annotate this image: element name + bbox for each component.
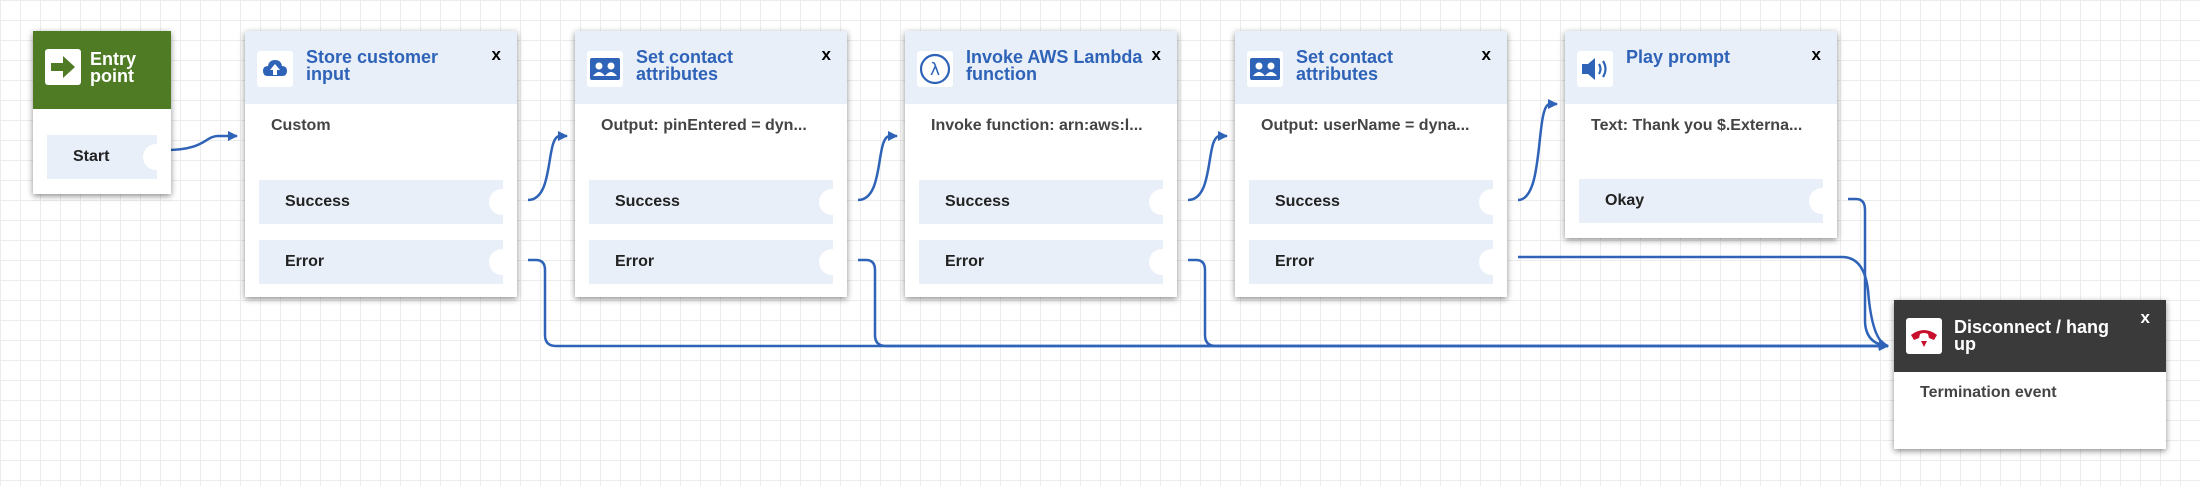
branch-error[interactable]: Error (589, 240, 845, 284)
branch-port[interactable] (1479, 189, 1505, 215)
branch-success[interactable]: Success (919, 180, 1175, 224)
block-title: Store customer input (306, 47, 439, 84)
branch-label: Error (285, 253, 325, 270)
lambda-icon: λ (917, 51, 953, 87)
contact-attributes-icon (587, 51, 623, 87)
block-header: Play prompt x (1565, 31, 1837, 104)
branch-label: Start (73, 148, 110, 165)
wire-set2-success (1517, 99, 1558, 202)
hang-up-phone-icon (1906, 318, 1942, 354)
entry-point-header: Entry point (33, 31, 171, 109)
entry-branch-start[interactable]: Start (47, 135, 169, 179)
block-header: Store customer input x (245, 31, 517, 104)
speaker-icon (1577, 51, 1613, 87)
block-store-customer-input[interactable]: Store customer input x Custom Success Er… (245, 31, 517, 297)
branch-port[interactable] (489, 189, 515, 215)
branch-okay[interactable]: Okay (1579, 179, 1835, 223)
block-title: Set contact attributes (1296, 47, 1394, 84)
branch-success[interactable]: Success (589, 180, 845, 224)
close-button[interactable]: x (1481, 45, 1491, 64)
close-button[interactable]: x (821, 45, 831, 64)
block-header: Set contact attributes x (575, 31, 847, 104)
block-title: Invoke AWS Lambda function (966, 47, 1143, 84)
block-title: Disconnect / hang up (1954, 317, 2110, 354)
branch-port[interactable] (143, 144, 169, 170)
block-header: λ Invoke AWS Lambda function x (905, 31, 1177, 104)
block-set-contact-attributes-1[interactable]: Set contact attributes x Output: pinEnte… (575, 31, 847, 297)
branch-label: Error (945, 253, 985, 270)
arrow-right-icon (45, 49, 81, 85)
branch-port[interactable] (819, 249, 845, 275)
wire-prompt-okay (1848, 197, 1889, 351)
wire-start-to-store (165, 131, 238, 152)
branch-success[interactable]: Success (259, 180, 515, 224)
block-invoke-lambda[interactable]: λ Invoke AWS Lambda function x Invoke fu… (905, 31, 1177, 297)
wire-set2-error (1518, 255, 1889, 349)
block-header: Disconnect / hang up x (1894, 300, 2166, 372)
close-button[interactable]: x (1811, 45, 1821, 64)
block-description: Output: userName = dyna... (1261, 117, 1470, 134)
branch-label: Error (615, 253, 655, 270)
branch-label: Success (945, 193, 1010, 210)
branch-label: Success (615, 193, 680, 210)
wire-store-success (527, 131, 568, 202)
block-description: Text: Thank you $.Externa... (1591, 117, 1803, 134)
wire-lambda-success (1187, 131, 1228, 202)
close-button[interactable]: x (2140, 308, 2150, 327)
branch-error[interactable]: Error (919, 240, 1175, 284)
entry-point-block[interactable]: Entry point Start (33, 31, 171, 194)
block-description: Output: pinEntered = dyn... (601, 117, 807, 134)
svg-text:λ: λ (930, 60, 940, 80)
wire-set1-success (857, 131, 898, 202)
block-play-prompt[interactable]: Play prompt x Text: Thank you $.Externa.… (1565, 31, 1837, 238)
branch-port[interactable] (489, 249, 515, 275)
block-description: Invoke function: arn:aws:l... (931, 117, 1143, 134)
branch-error[interactable]: Error (1249, 240, 1505, 284)
block-disconnect[interactable]: Disconnect / hang up x Termination event (1894, 300, 2166, 449)
branch-label: Error (1275, 253, 1315, 270)
close-button[interactable]: x (491, 45, 501, 64)
block-title: Play prompt (1626, 47, 1731, 67)
close-button[interactable]: x (1151, 45, 1161, 64)
block-description: Custom (271, 117, 331, 134)
entry-point-title: Entry point (90, 49, 137, 86)
branch-port[interactable] (1479, 249, 1505, 275)
block-header: Set contact attributes x (1235, 31, 1507, 104)
branch-port[interactable] (1809, 188, 1835, 214)
contact-attributes-icon (1247, 51, 1283, 87)
branch-port[interactable] (1149, 249, 1175, 275)
cloud-upload-icon (257, 51, 293, 87)
block-title: Set contact attributes (636, 47, 734, 84)
block-set-contact-attributes-2[interactable]: Set contact attributes x Output: userNam… (1235, 31, 1507, 297)
branch-error[interactable]: Error (259, 240, 515, 284)
branch-success[interactable]: Success (1249, 180, 1505, 224)
branch-port[interactable] (819, 189, 845, 215)
branch-label: Okay (1605, 192, 1645, 209)
branch-label: Success (1275, 193, 1340, 210)
branch-port[interactable] (1149, 189, 1175, 215)
branch-label: Success (285, 193, 350, 210)
block-description: Termination event (1920, 384, 2057, 401)
